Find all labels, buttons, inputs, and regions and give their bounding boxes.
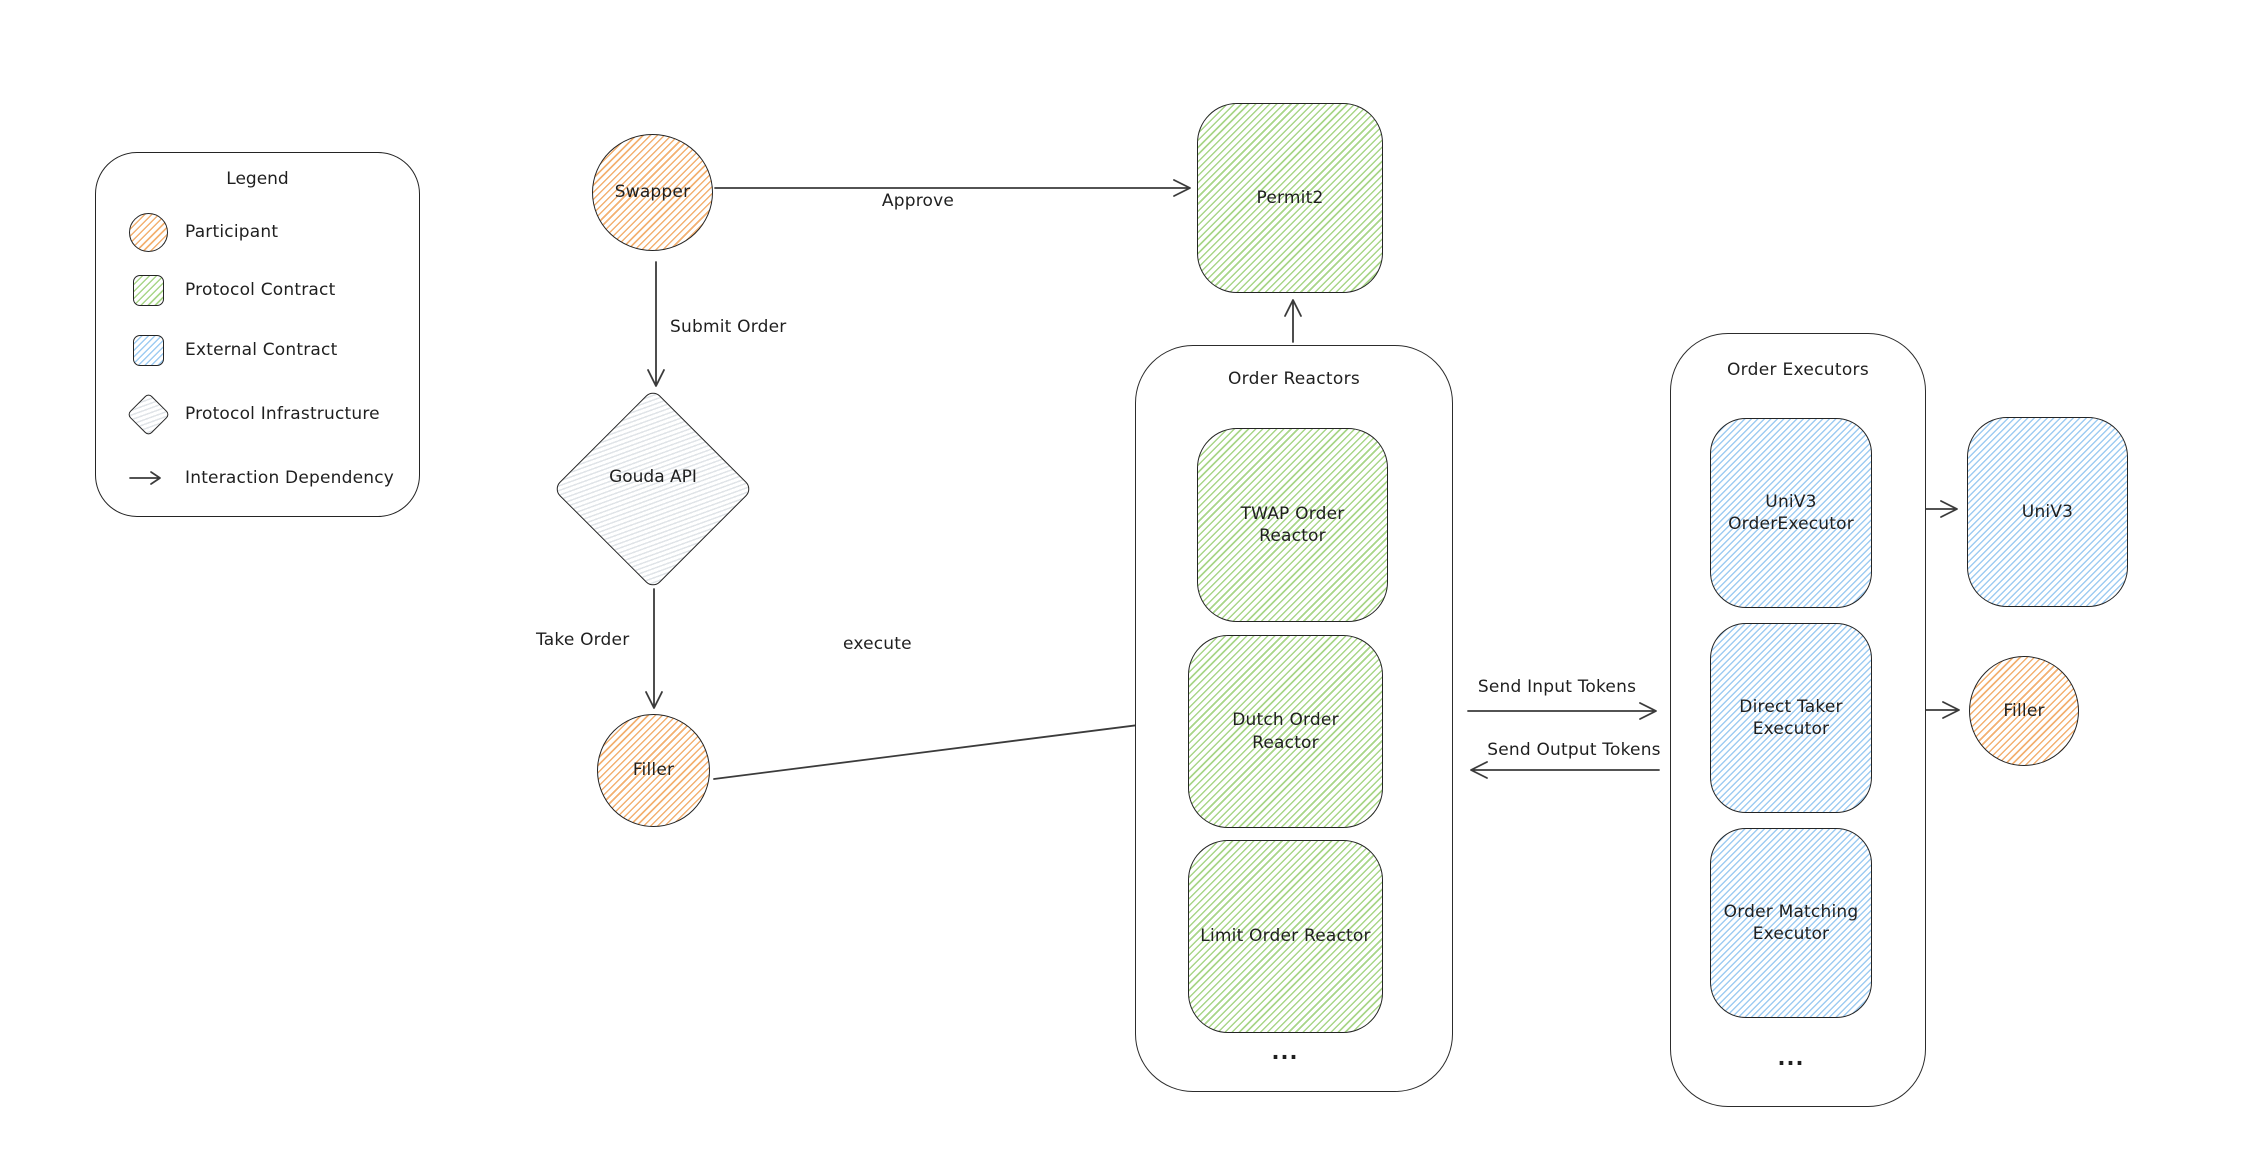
- node-label: Direct Taker Executor: [1739, 696, 1843, 739]
- protocol-contract-square-icon: [133, 274, 164, 306]
- edge-label-approve: Approve: [881, 191, 955, 211]
- edge-execute: [713, 714, 1171, 780]
- legend-item-interaction-dependency: Interaction Dependency: [129, 455, 394, 501]
- edge-label-send-input-tokens: Send Input Tokens: [1477, 677, 1637, 697]
- node-label: Dutch Order Reactor: [1232, 710, 1339, 753]
- node-label: Filler: [632, 760, 675, 781]
- legend-title: Legend: [226, 169, 289, 189]
- legend-item-label: Participant: [185, 222, 279, 242]
- edge-label-send-output-tokens: Send Output Tokens: [1487, 740, 1661, 760]
- legend-item-external-contract: External Contract: [129, 327, 337, 373]
- legend-item-label: Interaction Dependency: [185, 468, 395, 488]
- legend: Legend Participant Protocol Contract Ext…: [95, 152, 420, 517]
- node-label: Limit Order Reactor: [1200, 926, 1371, 947]
- legend-item-label: Protocol Contract: [185, 280, 336, 300]
- executors-ellipsis: ...: [1777, 1046, 1805, 1070]
- node-filler-right: Filler: [1969, 656, 2079, 766]
- container-title: Order Reactors: [1227, 369, 1361, 389]
- node-gouda-api-diamond: [552, 388, 754, 590]
- node-permit2: Permit2: [1197, 103, 1383, 293]
- edge-send-output-tokens: [1470, 761, 1660, 779]
- legend-item-protocol-infrastructure: Protocol Infrastructure: [126, 391, 380, 437]
- edge-label-take-order: Take Order: [536, 630, 630, 650]
- node-label: UniV3 OrderExecutor: [1728, 491, 1854, 534]
- container-title: Order Executors: [1727, 360, 1869, 380]
- node-dutch-order-reactor: Dutch Order Reactor: [1188, 635, 1383, 828]
- protocol-infrastructure-diamond-icon: [126, 392, 171, 436]
- node-label: Permit2: [1256, 187, 1324, 208]
- participant-circle-icon: [129, 212, 168, 252]
- node-swapper: Swapper: [592, 134, 713, 251]
- node-label: Filler: [2003, 700, 2045, 721]
- legend-item-label: External Contract: [185, 340, 338, 360]
- edge-submit-order: [647, 261, 665, 387]
- edge-reactors-to-permit2: [1284, 299, 1302, 343]
- node-filler: Filler: [597, 714, 710, 827]
- node-order-matching-executor: Order Matching Executor: [1710, 828, 1872, 1018]
- edge-take-order: [645, 588, 663, 709]
- node-univ3: UniV3: [1967, 417, 2128, 607]
- external-contract-square-icon: [133, 334, 164, 366]
- legend-item-label: Protocol Infrastructure: [185, 404, 380, 424]
- node-label: Swapper: [614, 182, 691, 203]
- node-label: Order Matching Executor: [1723, 901, 1859, 944]
- node-twap-order-reactor: TWAP Order Reactor: [1197, 428, 1388, 622]
- legend-item-participant: Participant: [129, 209, 278, 255]
- edge-label-submit-order: Submit Order: [670, 317, 787, 337]
- node-univ3-order-executor: UniV3 OrderExecutor: [1710, 418, 1872, 608]
- reactors-ellipsis: ...: [1271, 1040, 1299, 1064]
- node-label: Gouda API: [609, 467, 697, 487]
- node-direct-taker-executor: Direct Taker Executor: [1710, 623, 1872, 813]
- edge-send-input-tokens: [1467, 702, 1657, 720]
- legend-item-protocol-contract: Protocol Contract: [129, 267, 335, 313]
- node-label: TWAP Order Reactor: [1240, 503, 1345, 546]
- node-label: UniV3: [2021, 501, 2074, 522]
- node-limit-order-reactor: Limit Order Reactor: [1188, 840, 1383, 1033]
- edge-label-execute: execute: [843, 634, 912, 654]
- dependency-arrow-icon: [129, 471, 161, 485]
